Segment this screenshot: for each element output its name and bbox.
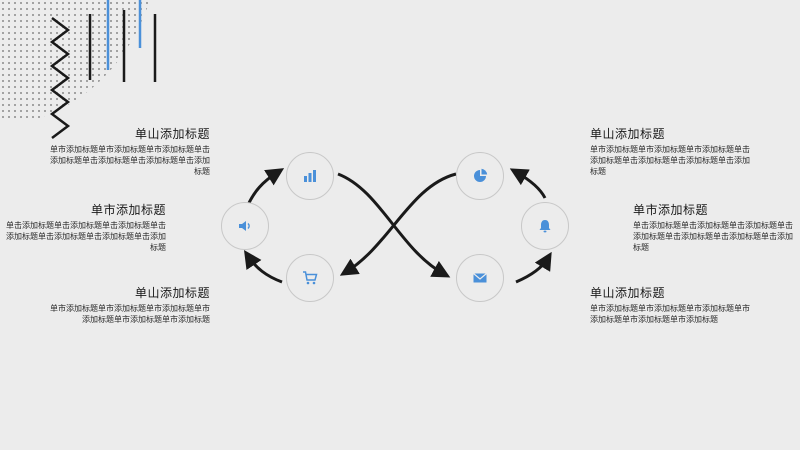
block-body: 单市添加标题单市添加标题单市添加标题单击添加标题单击添加标题单击添加标题单击添加… [590, 145, 750, 176]
text-block-bottom-right: 单山添加标题 单市添加标题单市添加标题单市添加标题单市添加标题单市添加标题单市添… [590, 285, 750, 325]
block-title: 单市添加标题 [90, 203, 166, 217]
arrow-left-down [244, 250, 283, 284]
bell-icon [539, 220, 551, 233]
block-title: 单山添加标题 [590, 127, 666, 141]
text-block-top-right: 单山添加标题 单市添加标题单市添加标题单市添加标题单击添加标题单击添加标题单击添… [590, 126, 750, 177]
block-title: 单市添加标题 [633, 203, 709, 217]
node-pie-chart[interactable] [456, 152, 504, 200]
block-body: 单市添加标题单市添加标题单市添加标题单市添加标题单市添加标题单市添加标题 [590, 304, 750, 324]
block-body: 单市添加标题单市添加标题单市添加标题单市添加标题单市添加标题单市添加标题 [50, 304, 210, 324]
block-title: 单山添加标题 [590, 286, 666, 300]
arrow-right-up [509, 168, 547, 199]
arrow-cross-down [337, 172, 451, 278]
block-title: 单山添加标题 [134, 127, 210, 141]
text-block-mid-right: 单市添加标题 单击添加标题单击添加标题单击添加标题单击添加标题单击添加标题单击添… [633, 202, 793, 253]
node-speaker[interactable] [221, 202, 269, 250]
dot-pattern [0, 0, 150, 118]
bar-chart-icon [304, 170, 316, 182]
arrow-left-up [246, 168, 285, 206]
text-block-top-left: 单山添加标题 单市添加标题单市添加标题单市添加标题单击添加标题单击添加标题单击添… [50, 126, 210, 177]
pie-chart-icon [474, 168, 488, 182]
node-bar-chart[interactable] [286, 152, 334, 200]
block-body: 单击添加标题单击添加标题单击添加标题单击添加标题单击添加标题单击添加标题单击添加… [6, 221, 166, 252]
shopping-cart-icon [303, 271, 318, 285]
node-mail[interactable] [456, 254, 504, 302]
node-cart[interactable] [286, 254, 334, 302]
speaker-icon [239, 221, 250, 231]
block-body: 单市添加标题单市添加标题单市添加标题单击添加标题单击添加标题单击添加标题单击添加… [50, 145, 210, 176]
mail-icon [473, 273, 487, 283]
block-body: 单击添加标题单击添加标题单击添加标题单击添加标题单击添加标题单击添加标题单击添加… [633, 221, 793, 252]
block-title: 单山添加标题 [134, 286, 210, 300]
text-block-bottom-left: 单山添加标题 单市添加标题单市添加标题单市添加标题单市添加标题单市添加标题单市添… [50, 285, 210, 325]
arrow-cross-up [339, 172, 457, 276]
zigzag-line [49, 17, 71, 139]
node-bell[interactable] [521, 202, 569, 250]
text-block-mid-left: 单市添加标题 单击添加标题单击添加标题单击添加标题单击添加标题单击添加标题单击添… [6, 202, 166, 253]
arrow-right-down [515, 251, 552, 284]
